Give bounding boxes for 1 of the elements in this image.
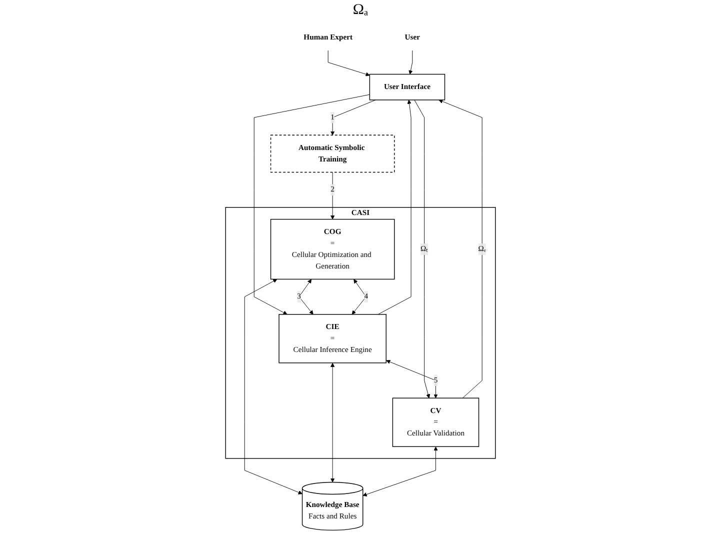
note-label: Ωₐ — [352, 2, 368, 19]
